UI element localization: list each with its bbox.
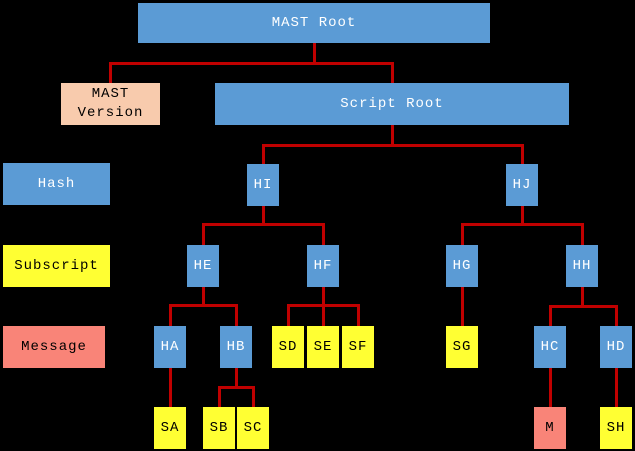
node-hi: HI bbox=[247, 164, 279, 206]
connector-script-root-children bbox=[262, 145, 265, 164]
node-sd: SD bbox=[272, 326, 304, 368]
node-hh: HH bbox=[566, 245, 598, 287]
node-mast-version: MAST Version bbox=[61, 83, 160, 125]
connector-hb-children bbox=[252, 387, 255, 407]
node-hf: HF bbox=[307, 245, 339, 287]
node-hd: HD bbox=[600, 326, 632, 368]
row-label-message: Message bbox=[3, 326, 105, 368]
connector-ha-children bbox=[169, 368, 172, 407]
connector-mast-root-children bbox=[109, 62, 394, 65]
connector-hc-children bbox=[549, 368, 552, 407]
connector-mast-root-children bbox=[109, 63, 112, 83]
connector-hh-children bbox=[549, 305, 618, 308]
node-sh: SH bbox=[600, 407, 632, 449]
node-sf: SF bbox=[342, 326, 374, 368]
connector-hj-children bbox=[461, 224, 464, 245]
connector-mast-root-children bbox=[313, 43, 316, 65]
connector-hf-children bbox=[322, 287, 325, 307]
connector-hb-children bbox=[235, 368, 238, 389]
row-label-hash: Hash bbox=[3, 163, 110, 205]
connector-hh-children bbox=[549, 306, 552, 326]
connector-hj-children bbox=[521, 206, 524, 226]
connector-hi-children bbox=[322, 224, 325, 245]
connector-mast-root-children bbox=[391, 63, 394, 83]
row-label-subscript: Subscript bbox=[3, 245, 110, 287]
node-hg: HG bbox=[446, 245, 478, 287]
node-hj: HJ bbox=[506, 164, 538, 206]
connector-hd-children bbox=[615, 368, 618, 407]
connector-hg-children bbox=[461, 287, 464, 326]
connector-hb-children bbox=[218, 387, 221, 407]
connector-hi-children bbox=[202, 223, 325, 226]
node-mast-root: MAST Root bbox=[138, 3, 490, 43]
connector-he-children bbox=[202, 287, 205, 307]
connector-hh-children bbox=[615, 306, 618, 326]
connector-hj-children bbox=[581, 224, 584, 245]
connector-he-children bbox=[169, 305, 172, 326]
connector-hi-children bbox=[202, 224, 205, 245]
node-sa: SA bbox=[154, 407, 186, 449]
connector-script-root-children bbox=[521, 145, 524, 164]
node-se: SE bbox=[307, 326, 339, 368]
connector-hf-children bbox=[322, 305, 325, 326]
node-hb: HB bbox=[220, 326, 252, 368]
node-sg: SG bbox=[446, 326, 478, 368]
connector-script-root-children bbox=[391, 125, 394, 147]
connector-hb-children bbox=[218, 386, 255, 389]
node-ha: HA bbox=[154, 326, 186, 368]
connector-hf-children bbox=[287, 305, 290, 326]
node-m: M bbox=[534, 407, 566, 449]
node-sb: SB bbox=[203, 407, 235, 449]
node-hc: HC bbox=[534, 326, 566, 368]
connector-hf-children bbox=[357, 305, 360, 326]
connector-he-children bbox=[169, 304, 238, 307]
connector-he-children bbox=[235, 305, 238, 326]
connector-hj-children bbox=[461, 223, 584, 226]
node-he: HE bbox=[187, 245, 219, 287]
connector-hh-children bbox=[581, 287, 584, 308]
node-sc: SC bbox=[237, 407, 269, 449]
connector-script-root-children bbox=[262, 144, 524, 147]
connector-hi-children bbox=[262, 206, 265, 226]
node-script-root: Script Root bbox=[215, 83, 569, 125]
